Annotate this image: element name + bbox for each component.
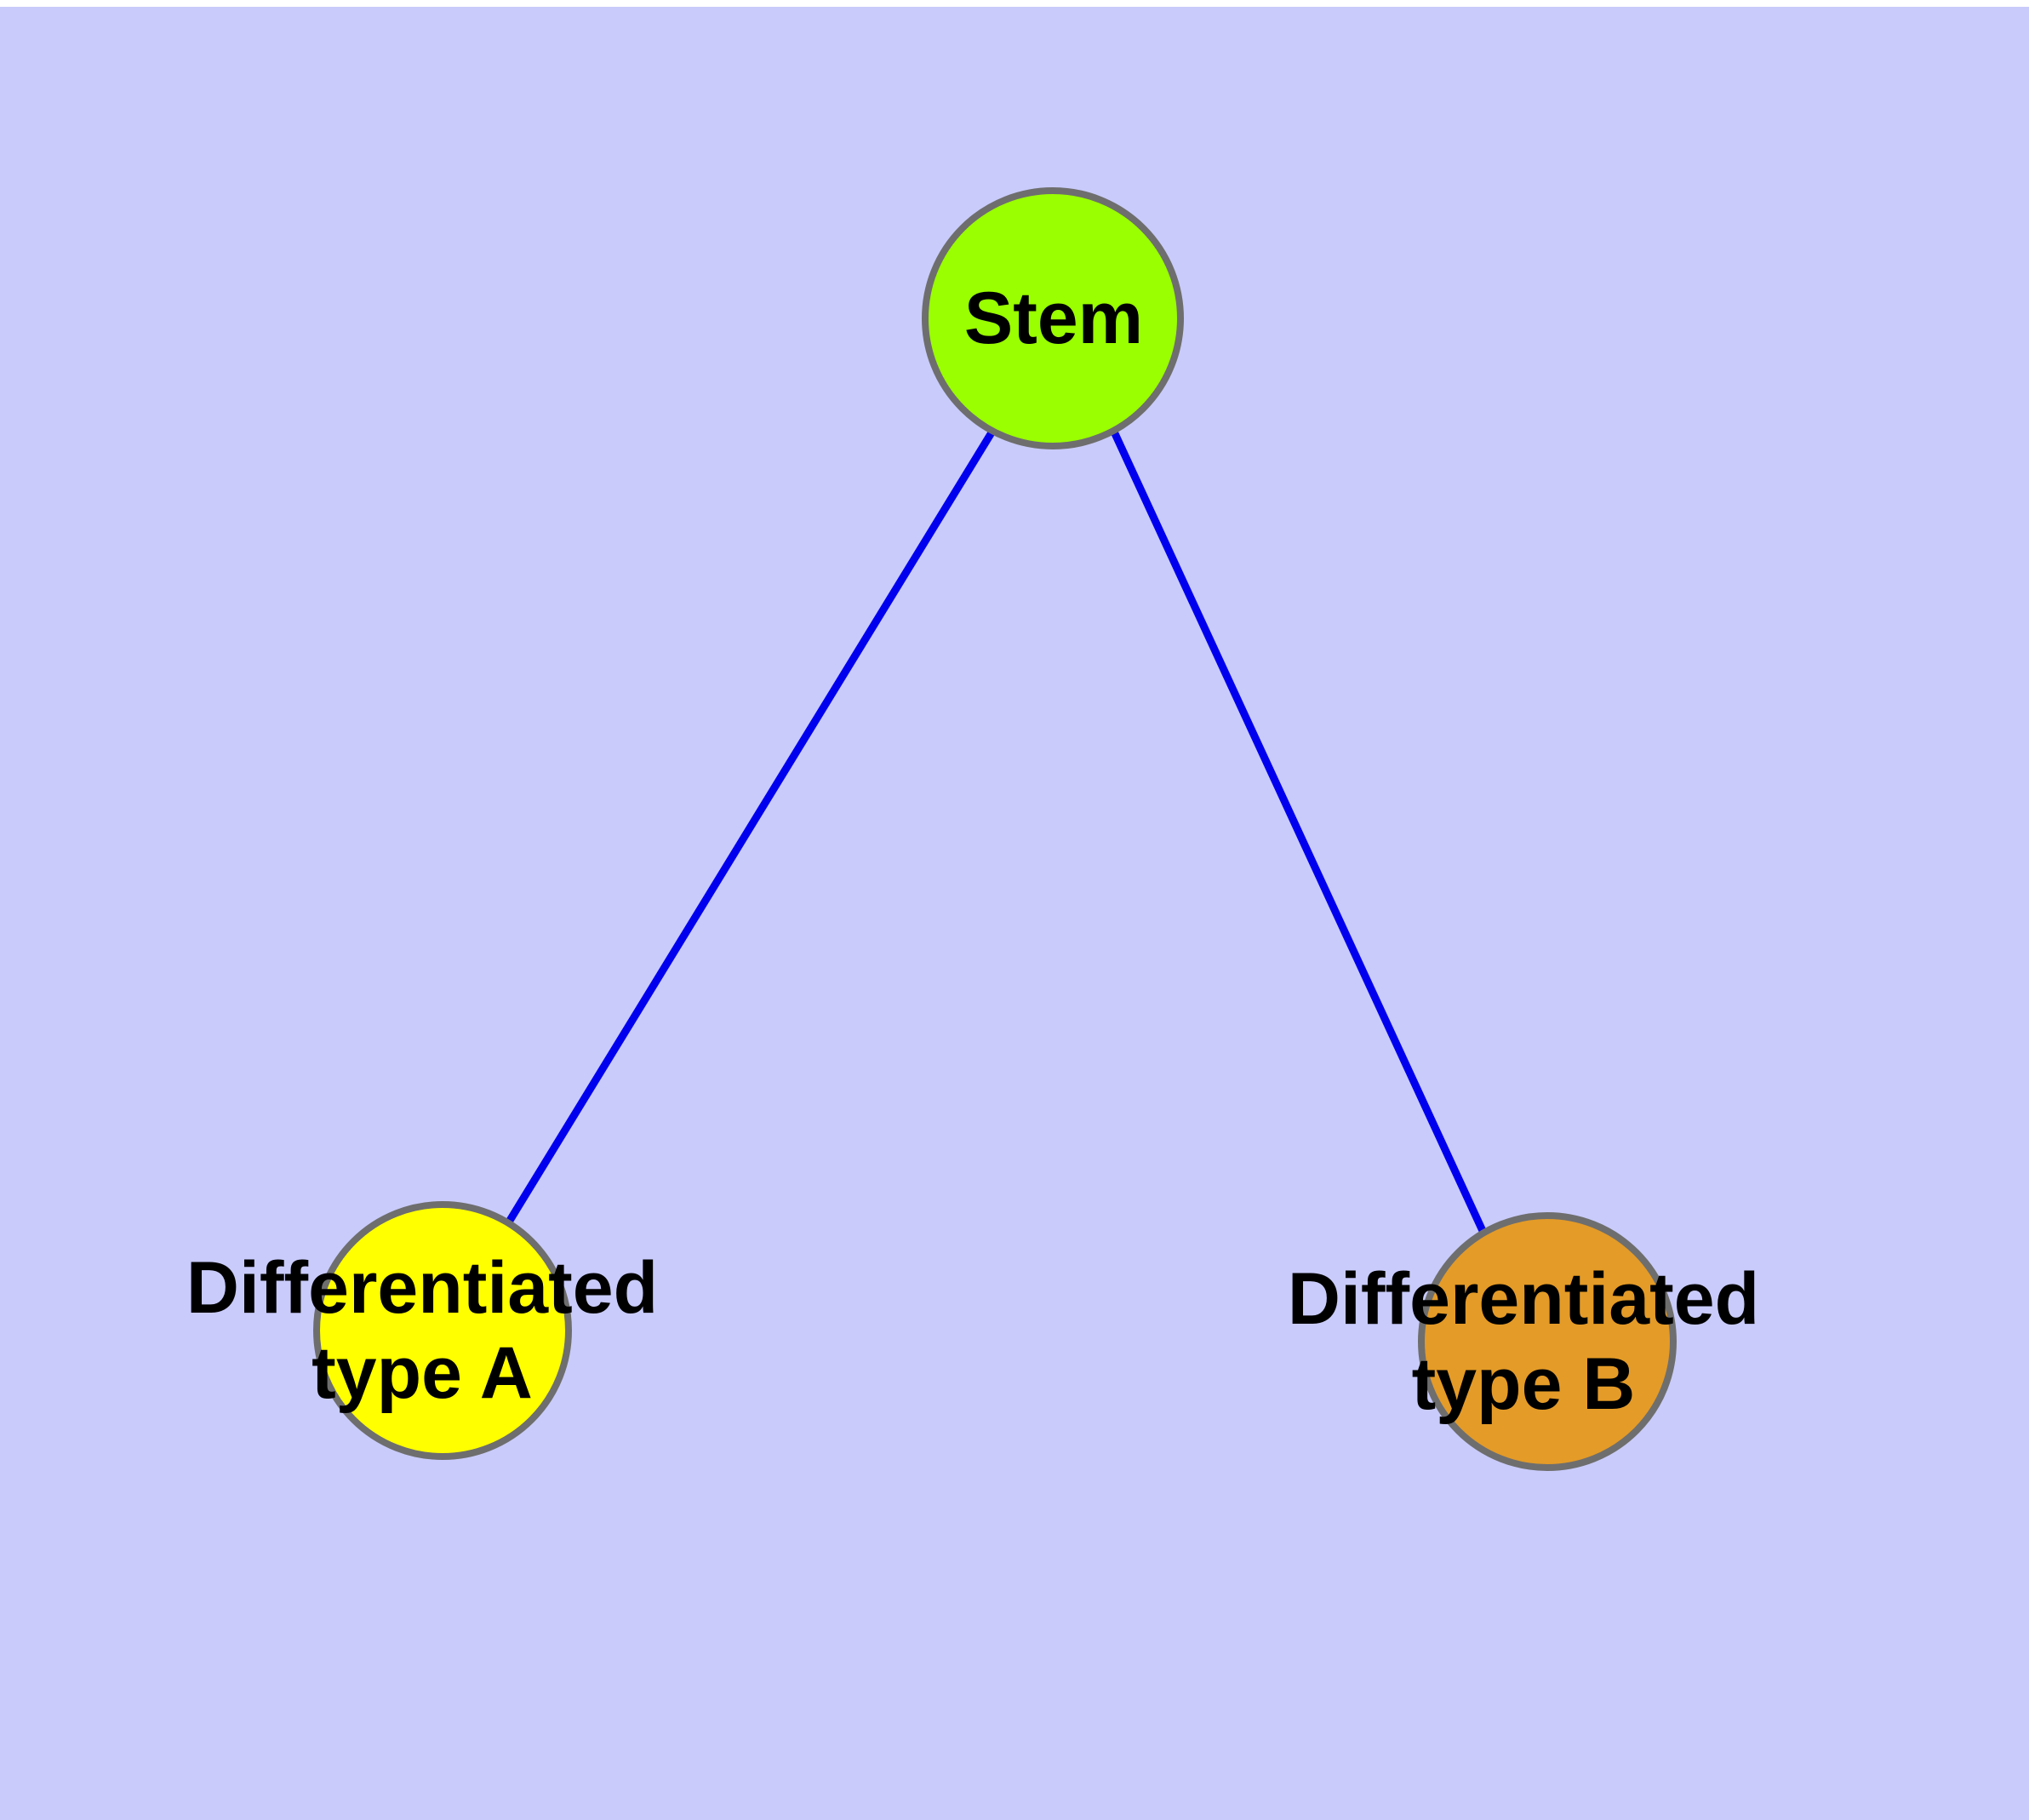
node-label-stem: Stem xyxy=(964,278,1143,359)
node-label-line: Stem xyxy=(964,278,1143,359)
node-label-line: type B xyxy=(1412,1343,1636,1425)
node-label-line: type A xyxy=(311,1332,533,1414)
graph-edge[interactable] xyxy=(1109,428,1488,1234)
node-label-line: Differentiated xyxy=(1288,1258,1759,1340)
node-label-line: Differentiated xyxy=(186,1247,658,1329)
graph-node-stem[interactable] xyxy=(922,187,1184,449)
edges-layer xyxy=(505,427,1488,1234)
nodes-layer xyxy=(313,187,1677,1471)
graph-node-diff_b[interactable] xyxy=(1418,1212,1677,1471)
graph-edge[interactable] xyxy=(505,427,997,1226)
graph-node-diff_a[interactable] xyxy=(313,1201,572,1460)
